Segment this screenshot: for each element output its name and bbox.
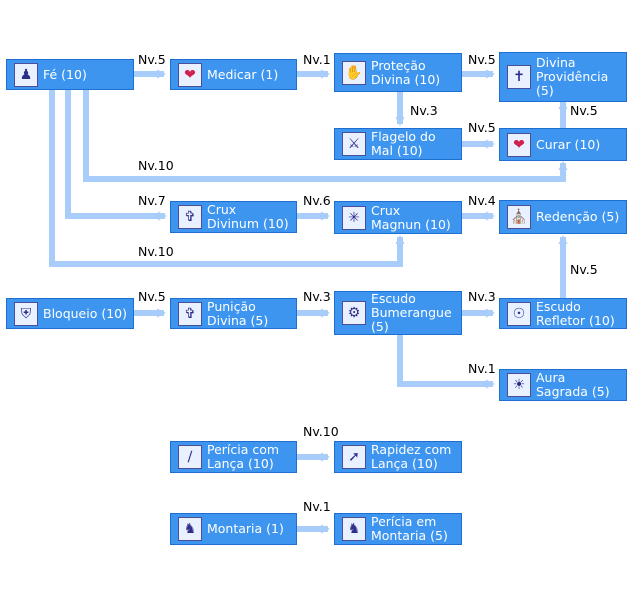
radiant-cross-icon: ✳: [342, 205, 366, 230]
heart-cross-icon: ❤: [178, 62, 202, 87]
level-montaria-pericia: Nv.1: [303, 499, 331, 514]
skill-node-punicao-divina[interactable]: ✞ Punição Divina (5): [170, 298, 297, 329]
skill-label: Fé (10): [43, 66, 87, 82]
boomerang-shield-icon: ⚙: [342, 301, 366, 325]
level-crux-divinum-magnun: Nv.6: [303, 193, 331, 208]
skill-node-fe[interactable]: ♟ Fé (10): [6, 59, 134, 90]
level-medicar-protecao: Nv.1: [303, 52, 331, 67]
level-flagelo-curar: Nv.5: [468, 120, 496, 135]
sacred-aura-icon: ☀: [507, 373, 531, 397]
holy-cross-icon: ✞: [178, 301, 202, 326]
cross-icon: ✝: [507, 65, 531, 89]
level-curar-providencia: Nv.5: [570, 103, 598, 118]
skill-node-aura-sagrada[interactable]: ☀ Aura Sagrada (5): [499, 369, 627, 401]
connector-fe-curar: [83, 90, 568, 182]
skill-label: Escudo Bumerangue (5): [371, 291, 452, 334]
heart-cross-icon: ❤: [507, 132, 531, 157]
skill-label: Redenção (5): [536, 209, 620, 224]
level-fe-crux-magnun: Nv.10: [138, 244, 174, 259]
shrine-icon: ⛪: [507, 205, 531, 229]
skill-label: Crux Divinum (10): [207, 202, 289, 231]
skill-node-escudo-refletor[interactable]: ☉ Escudo Refletor (10): [499, 298, 627, 329]
skill-label: Punição Divina (5): [207, 298, 269, 328]
skill-node-pericia-em-montaria[interactable]: ♞ Perícia em Montaria (5): [334, 513, 462, 545]
skill-node-pericia-com-lanca[interactable]: ∕ Perícia com Lança (10): [170, 441, 297, 473]
skill-label: Escudo Refletor (10): [536, 298, 615, 328]
skill-label: Proteção Divina (10): [371, 57, 441, 87]
level-pericia-rapidez: Nv.10: [303, 424, 339, 439]
skill-node-curar[interactable]: ❤ Curar (10): [499, 128, 627, 161]
person-icon: ♟: [14, 62, 38, 87]
skill-node-divina-providencia[interactable]: ✝ Divina Providência (5): [499, 52, 627, 102]
level-fe-curar: Nv.10: [138, 158, 174, 173]
shield-glove-icon: ✋: [342, 60, 366, 85]
skill-node-protecao-divina[interactable]: ✋ Proteção Divina (10): [334, 53, 462, 92]
skill-label: Montaria (1): [207, 521, 284, 536]
level-protecao-flagelo: Nv.3: [410, 103, 438, 118]
level-protecao-providencia: Nv.5: [468, 52, 496, 67]
skill-label: Rapidez com Lança (10): [371, 442, 452, 471]
connector-fe-crux-divinum: [65, 90, 167, 221]
skill-node-montaria[interactable]: ♞ Montaria (1): [170, 513, 297, 545]
level-crux-magnun-redencao: Nv.4: [468, 193, 496, 208]
skill-node-rapidez-com-lanca[interactable]: ➚ Rapidez com Lança (10): [334, 441, 462, 473]
spear-icon: ∕: [178, 445, 202, 469]
skill-node-crux-divinum[interactable]: ✞ Crux Divinum (10): [170, 201, 297, 233]
level-punicao-escudo-bum: Nv.3: [303, 289, 331, 304]
level-bloqueio-punicao: Nv.5: [138, 289, 166, 304]
level-escudo-ref-redencao: Nv.5: [570, 262, 598, 277]
mount-icon: ♞: [178, 517, 202, 541]
mount-skill-icon: ♞: [342, 517, 366, 541]
skill-node-crux-magnun[interactable]: ✳ Crux Magnun (10): [334, 201, 462, 234]
skill-label: Curar (10): [536, 136, 601, 152]
holy-cross-icon: ✞: [178, 205, 202, 229]
connector-fe-crux-magnun: [49, 90, 405, 267]
scourge-icon: ⚔: [342, 132, 366, 156]
skill-label: Crux Magnun (10): [371, 202, 451, 232]
spear-thrust-icon: ➚: [342, 445, 366, 469]
skill-node-escudo-bumerangue[interactable]: ⚙ Escudo Bumerangue (5): [334, 291, 462, 335]
skill-label: Divina Providência (5): [536, 55, 609, 98]
reflect-shield-icon: ☉: [507, 301, 531, 326]
level-escudo-bum-aura: Nv.1: [468, 361, 496, 376]
skill-label: Perícia em Montaria (5): [371, 514, 448, 543]
skill-node-medicar[interactable]: ❤ Medicar (1): [170, 59, 297, 90]
skill-node-flagelo-do-mal[interactable]: ⚔ Flagelo do Mal (10): [334, 128, 462, 160]
block-shield-icon: ⛨: [14, 301, 38, 326]
skill-label: Medicar (1): [207, 66, 279, 82]
skill-label: Aura Sagrada (5): [536, 370, 610, 399]
skill-node-bloqueio[interactable]: ⛨ Bloqueio (10): [6, 298, 134, 329]
level-escudo-bum-ref: Nv.3: [468, 289, 496, 304]
skill-label: Bloqueio (10): [43, 305, 127, 321]
skill-label: Flagelo do Mal (10): [371, 129, 436, 158]
skill-node-redencao[interactable]: ⛪ Redenção (5): [499, 200, 627, 234]
level-fe-medicar: Nv.5: [138, 52, 166, 67]
skill-label: Perícia com Lança (10): [207, 442, 280, 471]
level-fe-crux-divinum: Nv.7: [138, 193, 166, 208]
connector-escudo-bum-aura: [397, 333, 495, 389]
